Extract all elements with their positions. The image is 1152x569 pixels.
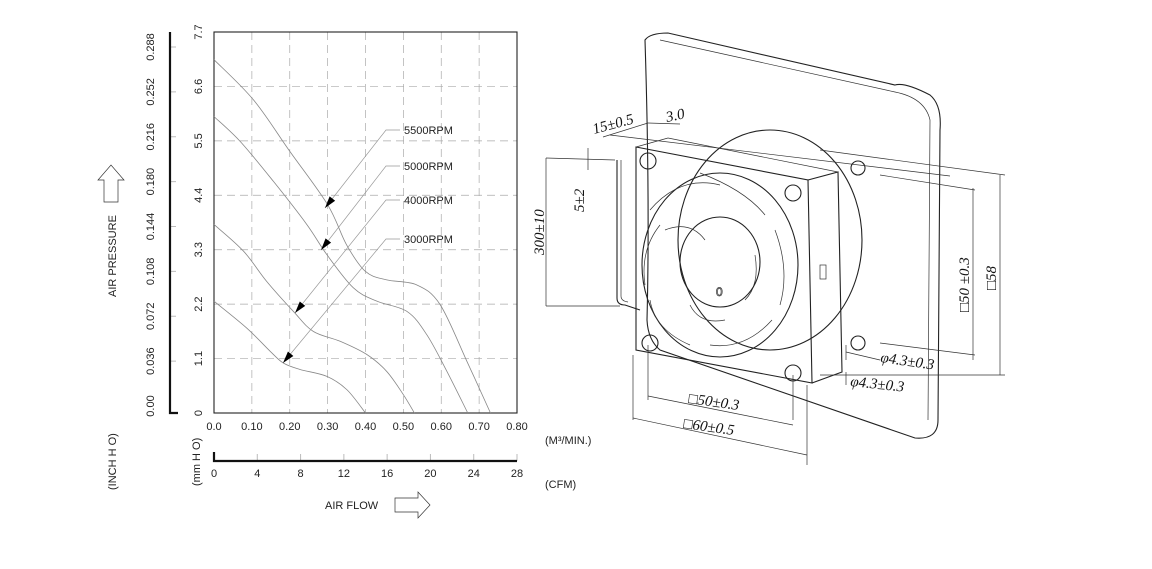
grid: [214, 32, 517, 413]
cfm-tick-label: 20: [424, 468, 436, 480]
pq-chart: 5500RPM 5000RPM 4000RPM 3000RPM 0.0 0.10 0.20…: [97, 24, 591, 519]
curve-label: 5500RPM: [404, 125, 453, 137]
y-tick-label: 3.3: [193, 242, 205, 257]
fan-back-housing: [677, 129, 863, 351]
inch-tick-label: 0.144: [145, 213, 157, 241]
y-axis-mm: 0 1.1 2.2 3.3 4.4 5.5 6.6 7.7: [193, 24, 205, 416]
dim-outer-side: □58: [984, 265, 1000, 290]
x-tick-label: 0.50: [393, 421, 414, 433]
curve-5500rpm: [213, 59, 491, 414]
y-tick-label: 2.2: [193, 296, 205, 311]
curve-4000rpm: [213, 224, 415, 414]
hub-mark: 0: [716, 285, 723, 299]
y-tick-label: 5.5: [193, 133, 205, 148]
cfm-tick-label: 12: [338, 468, 350, 480]
y-axis-inch: 0.00 0.036 0.072 0.108 0.144 0.180 0.216 0.252 0…: [145, 33, 176, 417]
dim-lead-strip: 5±2: [572, 188, 588, 212]
y-unit-inch: (INCH H O): [107, 433, 119, 490]
inch-tick-label: 0.216: [145, 123, 157, 151]
x-tick-label: 0.0: [206, 421, 221, 433]
x-tick-label: 0.70: [468, 421, 489, 433]
y-tick-label: 4.4: [193, 188, 205, 203]
label-tab: [819, 264, 827, 280]
y-tick-label: 7.7: [193, 24, 205, 39]
curves: [213, 59, 491, 414]
dim-hole-dia-2: φ4.3±0.3: [850, 374, 905, 396]
curve-labels: 5500RPM 5000RPM 4000RPM 3000RPM: [282, 125, 453, 364]
cfm-axis-line: [212, 452, 517, 463]
inch-tick-label: 0.00: [145, 395, 157, 416]
curve-label: 4000RPM: [404, 195, 453, 207]
inch-tick-label: 0.108: [145, 258, 157, 286]
x-tick-label: 0.40: [355, 421, 376, 433]
inch-tick-label: 0.036: [145, 347, 157, 375]
arrow-up-icon: [97, 164, 125, 203]
leader-line: [294, 199, 400, 314]
leader-arrowhead: [321, 238, 332, 250]
cfm-tick-label: 4: [254, 468, 260, 480]
y-label: AIR PRESSURE: [107, 215, 119, 297]
inch-tick-label: 0.252: [145, 78, 157, 106]
y-tick-label: 1.1: [193, 351, 205, 366]
y-tick-label: 6.6: [193, 79, 205, 94]
leader-line: [320, 165, 400, 251]
x-tick-label: 0.80: [506, 421, 527, 433]
inch-tick-label: 0.288: [145, 33, 157, 61]
inch-axis-line: [168, 32, 178, 415]
y-unit-mm: (mm H O): [191, 438, 203, 486]
x-tick-label: 0.10: [241, 421, 262, 433]
x-unit-m3: (M³/MIN.): [545, 435, 591, 447]
dim-hole-pitch-bottom: □50±0.3: [687, 391, 740, 414]
leader-arrowhead: [295, 301, 306, 313]
curve-3000rpm: [213, 300, 366, 414]
fan-hub: [679, 216, 761, 308]
cfm-tick-label: 24: [468, 468, 480, 480]
x-unit-cfm: (CFM): [545, 479, 576, 491]
x-tick-label: 0.60: [431, 421, 452, 433]
cfm-tick-label: 28: [511, 468, 523, 480]
curve-label: 3000RPM: [404, 234, 453, 246]
dimension-lines: [545, 122, 1006, 465]
leader-line: [324, 129, 400, 209]
dim-lead-total: 300±10: [532, 209, 548, 256]
cfm-tick-label: 0: [211, 468, 217, 480]
inch-tick-label: 0.072: [145, 302, 157, 330]
fan-frame: [635, 146, 813, 384]
dim-hole-dia-1: φ4.3±0.3: [879, 350, 935, 373]
x-axis-cfm: 0 4 8 12 16 20 24 28: [211, 454, 523, 480]
cfm-tick-label: 16: [381, 468, 393, 480]
x-axis-m3min: 0.0 0.10 0.20 0.30 0.40 0.50 0.60 0.70 0.80: [206, 421, 527, 433]
leader-arrowhead: [325, 196, 336, 208]
y-tick-label: 0: [193, 410, 205, 416]
dim-outer-bottom: □60±0.5: [682, 416, 735, 439]
dim-hole-pitch-side: □50 ±0.3: [957, 257, 973, 312]
arrow-right-icon: [394, 491, 431, 519]
fan-drawing: 0 15±0.5 3.0 5±2 300±10 □50 ±0.3: [532, 32, 1006, 465]
leader-line: [282, 238, 400, 364]
x-label: AIR FLOW: [325, 500, 379, 512]
x-tick-label: 0.30: [317, 421, 338, 433]
x-tick-label: 0.20: [279, 421, 300, 433]
mounting-plate: [644, 32, 941, 439]
fan-ring: [641, 172, 799, 358]
lead-wires: [616, 160, 641, 311]
curve-label: 5000RPM: [404, 161, 453, 173]
dim-strip: 3.0: [664, 106, 687, 126]
cfm-tick-label: 8: [298, 468, 304, 480]
mounting-holes: [639, 152, 866, 382]
inch-tick-label: 0.180: [145, 168, 157, 196]
fan-blades: [643, 172, 785, 347]
curve-5000rpm: [213, 116, 469, 414]
leader-arrowhead: [283, 351, 294, 363]
